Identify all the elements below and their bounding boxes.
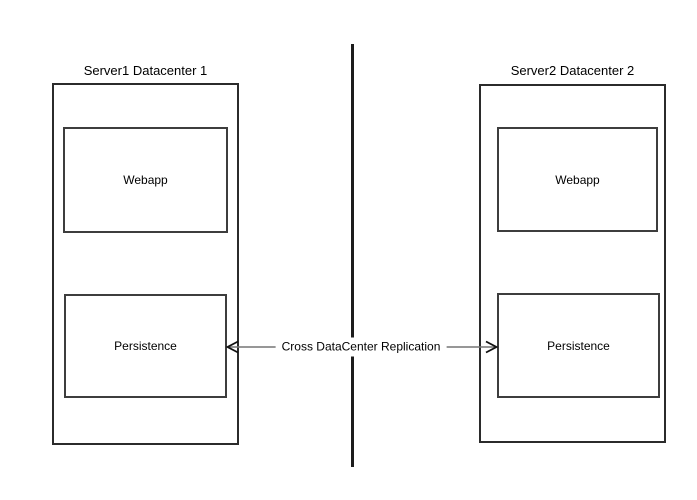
webapp-label: Webapp [123,173,168,187]
webapp-label: Webapp [555,172,600,187]
datacenter-2-persistence-box: Persistence [497,293,660,398]
datacenter-1-persistence-box: Persistence [64,294,227,398]
persistence-label: Persistence [547,338,610,353]
persistence-label: Persistence [114,339,177,353]
datacenter-1-webapp-box: Webapp [63,127,228,233]
datacenter-2-webapp-box: Webapp [497,127,658,232]
datacenter-divider-line [351,44,354,467]
datacenter-2-box: Webapp Persistence [479,84,666,443]
datacenter-2-title: Server2 Datacenter 2 [510,63,635,78]
datacenter-1-title: Server1 Datacenter 1 [83,63,208,78]
replication-label: Cross DataCenter Replication [275,337,447,357]
datacenter-1-box: Webapp Persistence [52,83,239,445]
